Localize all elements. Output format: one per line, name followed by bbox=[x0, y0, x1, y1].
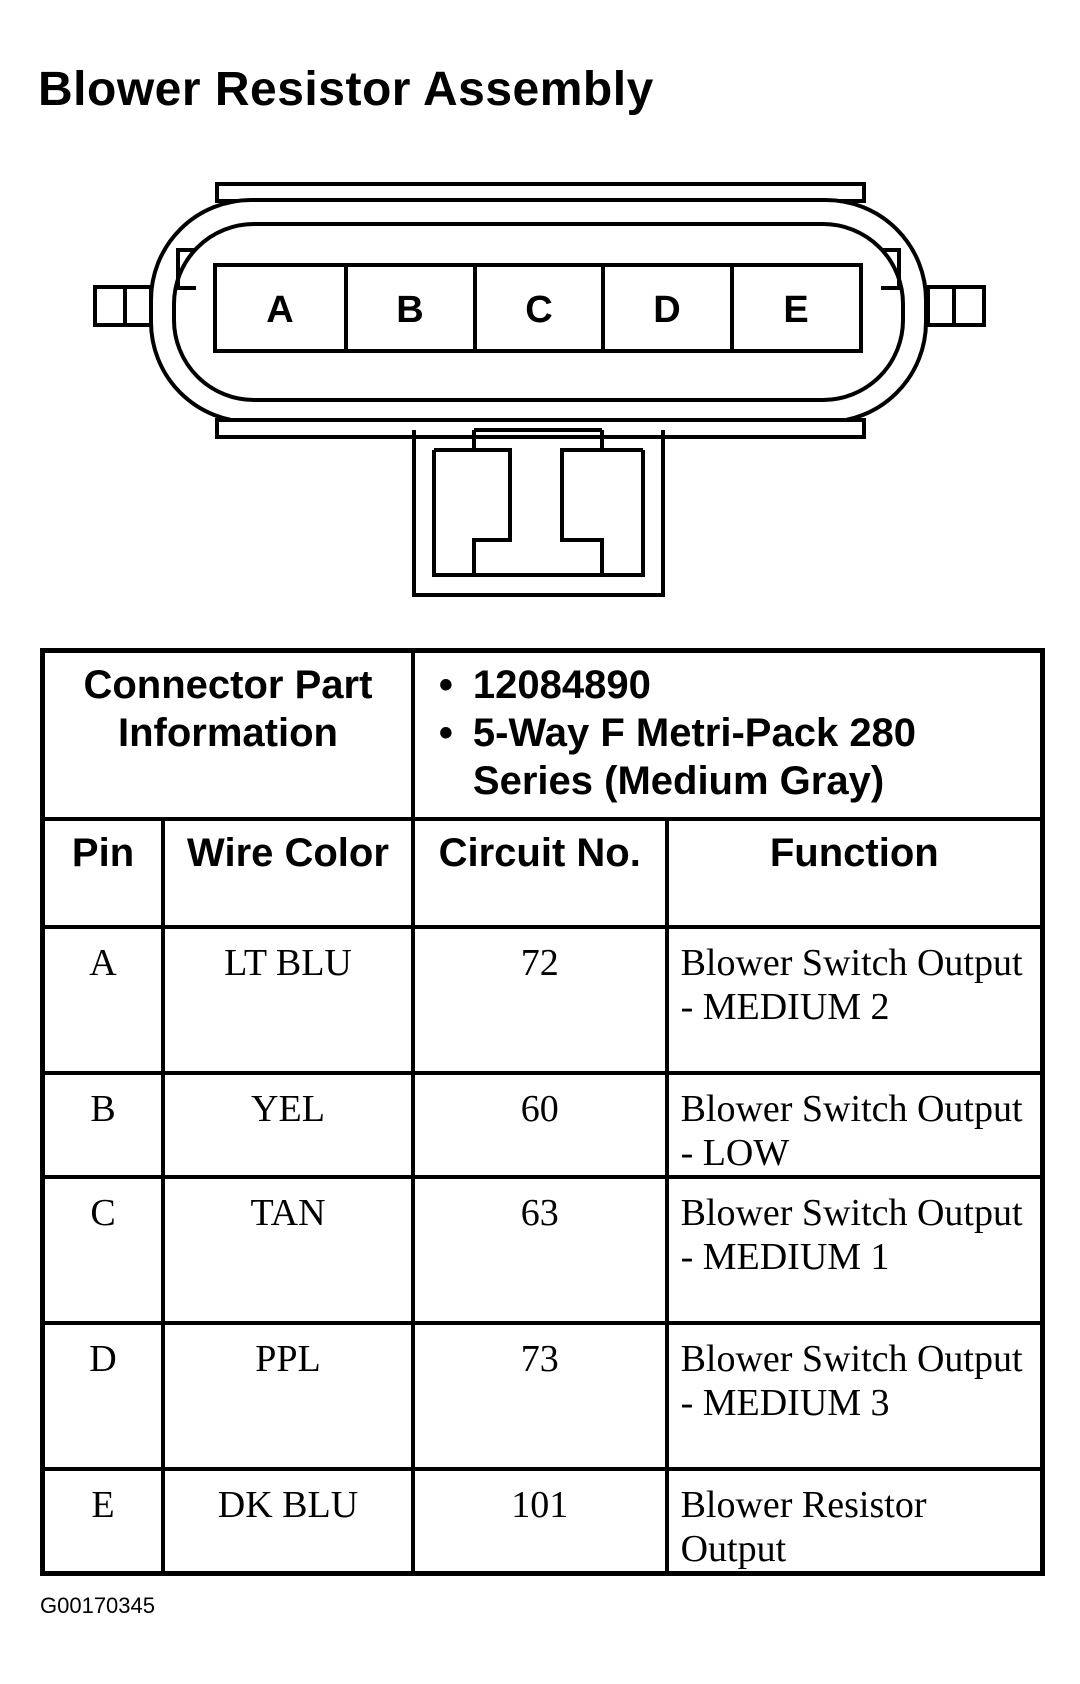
pin-cell: A bbox=[40, 925, 166, 1075]
wire-color-cell: YEL bbox=[161, 1071, 415, 1179]
pin-cell: E bbox=[40, 1467, 166, 1576]
wire-color-cell: DK BLU bbox=[161, 1467, 415, 1576]
figure-id: G00170345 bbox=[40, 1593, 155, 1618]
column-header-pin: Pin bbox=[40, 817, 166, 929]
wire-color-cell: TAN bbox=[161, 1175, 415, 1325]
cavity-label-e: E bbox=[783, 289, 808, 331]
cavity-label-d: D bbox=[653, 289, 680, 331]
function-cell: Blower Switch Output - MEDIUM 2 bbox=[664, 925, 1045, 1075]
circuit-cell: 72 bbox=[410, 925, 669, 1075]
column-header-circuit: Circuit No. bbox=[410, 817, 669, 929]
column-header-function: Function bbox=[664, 817, 1045, 929]
connector-right-latch bbox=[926, 285, 956, 327]
page-title: Blower Resistor Assembly bbox=[38, 63, 654, 116]
connector-diagram: A B C D E bbox=[93, 182, 986, 597]
table-row: C TAN 63 Blower Switch Output - MEDIUM 1 bbox=[40, 1175, 1045, 1325]
wire-color-cell: PPL bbox=[161, 1321, 415, 1471]
circuit-cell: 63 bbox=[410, 1175, 669, 1325]
part-info-row: Connector Part Information 12084890 5-Wa… bbox=[40, 648, 1045, 821]
part-number: 12084890 bbox=[439, 661, 1030, 709]
part-info-label: Connector Part Information bbox=[40, 648, 415, 821]
function-cell: Blower Switch Output - LOW bbox=[664, 1071, 1045, 1179]
wire-color-cell: LT BLU bbox=[161, 925, 415, 1075]
circuit-cell: 60 bbox=[410, 1071, 669, 1179]
pin-cell: B bbox=[40, 1071, 166, 1179]
function-cell: Blower Resistor Output bbox=[664, 1467, 1045, 1576]
connector-right-notch bbox=[881, 248, 901, 290]
table-row: E DK BLU 101 Blower Resistor Output bbox=[40, 1467, 1045, 1576]
column-header-row: Pin Wire Color Circuit No. Function bbox=[40, 817, 1045, 929]
circuit-cell: 73 bbox=[410, 1321, 669, 1471]
cavity-label-b: B bbox=[396, 289, 423, 331]
table-row: B YEL 60 Blower Switch Output - LOW bbox=[40, 1071, 1045, 1179]
part-info-values: 12084890 5-Way F Metri-Pack 280 Series (… bbox=[410, 648, 1045, 821]
connector-cavity-block bbox=[213, 263, 863, 353]
pin-cell: D bbox=[40, 1321, 166, 1471]
pinout-table: Connector Part Information 12084890 5-Wa… bbox=[40, 648, 1045, 1576]
connector-lock-tab bbox=[412, 430, 665, 597]
function-cell: Blower Switch Output - MEDIUM 1 bbox=[664, 1175, 1045, 1325]
circuit-cell: 101 bbox=[410, 1467, 669, 1576]
connector-left-latch bbox=[93, 285, 127, 327]
part-description: 5-Way F Metri-Pack 280 Series (Medium Gr… bbox=[439, 709, 1030, 805]
connector-inner-shell bbox=[172, 222, 905, 402]
pin-cell: C bbox=[40, 1175, 166, 1325]
column-header-wire-color: Wire Color bbox=[161, 817, 415, 929]
table-row: A LT BLU 72 Blower Switch Output - MEDIU… bbox=[40, 925, 1045, 1075]
cavity-label-a: A bbox=[266, 289, 293, 331]
connector-left-notch bbox=[176, 248, 196, 290]
cavity-label-c: C bbox=[525, 289, 552, 331]
table-row: D PPL 73 Blower Switch Output - MEDIUM 3 bbox=[40, 1321, 1045, 1471]
function-cell: Blower Switch Output - MEDIUM 3 bbox=[664, 1321, 1045, 1471]
